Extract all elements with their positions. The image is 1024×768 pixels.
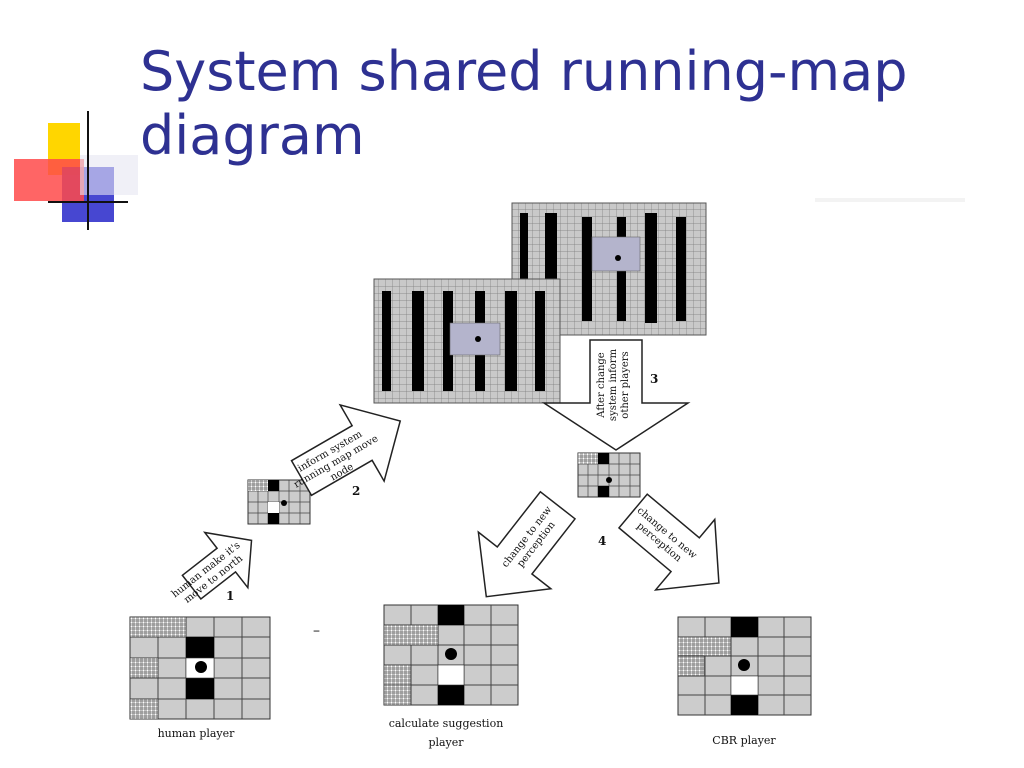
running-map-diagram: human make it's move to north inform sys… <box>129 202 812 749</box>
deco-light-square <box>80 155 138 195</box>
arrow3-text-2: system inform <box>608 348 619 421</box>
step-3: 3 <box>650 372 658 386</box>
label-cbr-player: CBR player <box>712 734 776 747</box>
small-map-right <box>577 452 641 498</box>
label-human-player: human player <box>158 727 236 740</box>
running-map-front <box>373 278 561 404</box>
step-2: 2 <box>352 484 360 498</box>
step-4: 4 <box>598 534 606 548</box>
arrow-after-change: After change system inform other players <box>541 339 691 451</box>
arrow-perception-right: change to new perception <box>617 493 720 591</box>
slide-title: System shared running-map diagram <box>140 40 1000 168</box>
step-1: 1 <box>226 589 234 603</box>
title-line-1: System shared running-map <box>140 40 908 103</box>
running-map-back <box>511 202 707 336</box>
label-calc-player-line2: player <box>428 736 464 749</box>
cbr-player-map <box>677 616 812 716</box>
decorative-rule <box>815 198 965 202</box>
small-map-left <box>247 479 311 525</box>
human-player-map <box>129 616 271 720</box>
arrow3-text-3: other players <box>620 351 631 418</box>
arrow-human-to-map: human make it's move to north <box>170 531 253 606</box>
arrow-perception-left: change to new perception <box>477 490 577 598</box>
title-line-2: diagram <box>140 104 365 167</box>
label-calc-player-line1: calculate suggestion <box>389 717 504 730</box>
dash-mark: – <box>313 623 320 639</box>
arrow3-text-1: After change <box>596 352 607 418</box>
calc-player-map <box>383 604 519 706</box>
decorative-squares <box>14 111 138 230</box>
deco-red-square <box>14 159 84 201</box>
